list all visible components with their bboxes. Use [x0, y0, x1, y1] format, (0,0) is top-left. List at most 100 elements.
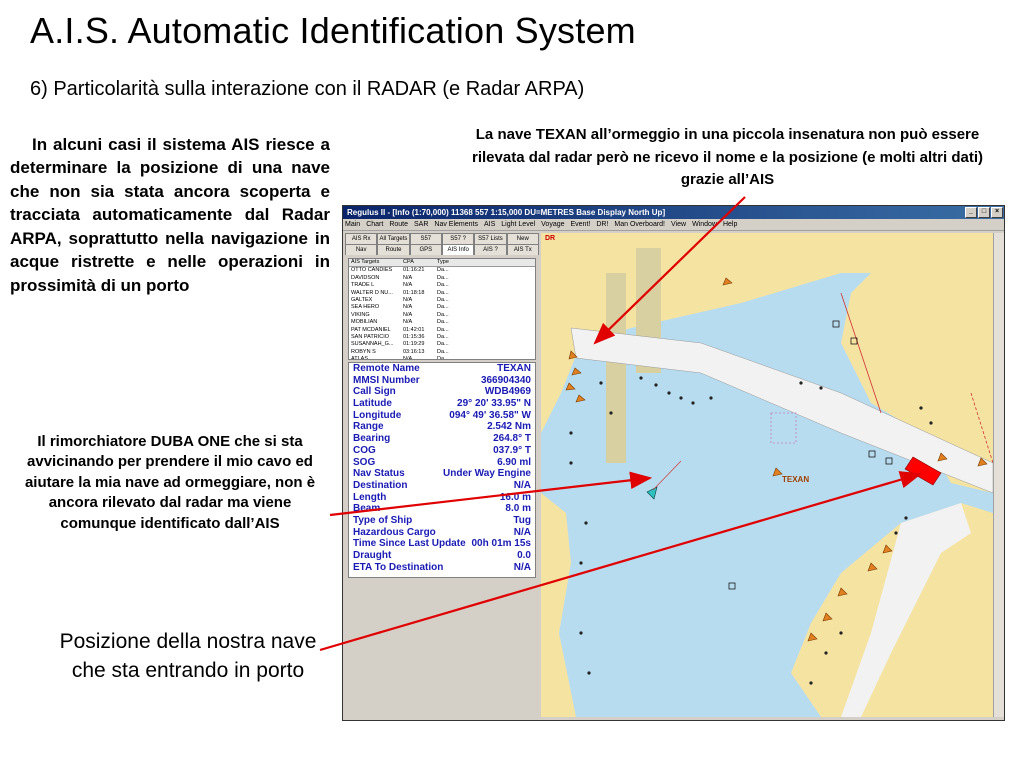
- table-cell: 01:42:01: [403, 326, 425, 333]
- map-label-dr: DR: [545, 235, 556, 242]
- table-cell: Da...: [437, 304, 449, 311]
- own-ship-note: Posizione della nostra nave che sta entr…: [59, 630, 317, 682]
- column-header[interactable]: AIS Targets: [351, 259, 380, 265]
- slide-title: A.I.S. Automatic Identification System: [30, 10, 636, 51]
- table-cell: WALTER D NU...: [351, 289, 393, 296]
- tab[interactable]: AIS Rx: [345, 233, 378, 244]
- table-cell: Da...: [437, 341, 449, 348]
- menu-item[interactable]: Route: [389, 221, 408, 228]
- maximize-icon[interactable]: □: [978, 207, 990, 218]
- tab[interactable]: Nav: [345, 244, 378, 255]
- table-cell: Da...: [437, 319, 449, 326]
- table-cell: PAT MCDANIEL: [351, 326, 391, 333]
- table-cell: 03:16:13: [403, 348, 425, 355]
- menu-item[interactable]: Window: [692, 221, 717, 228]
- tab[interactable]: S57 ?: [441, 233, 475, 244]
- tab[interactable]: Route: [377, 244, 410, 255]
- menu-item[interactable]: Man Overboard!: [614, 221, 666, 228]
- menu-item[interactable]: DR!: [596, 221, 609, 228]
- table-cell: Da...: [437, 282, 449, 289]
- land-strip-left: [606, 273, 626, 463]
- info-value: 0.0: [517, 550, 531, 561]
- menu-item[interactable]: AIS: [483, 221, 496, 228]
- table-cell: TRADE L: [351, 282, 375, 289]
- vertical-scrollbar[interactable]: [993, 233, 1004, 717]
- table-cell: Da...: [437, 297, 449, 304]
- menu-item[interactable]: Help: [722, 221, 738, 228]
- tab[interactable]: S57: [409, 233, 442, 244]
- close-icon[interactable]: ×: [991, 207, 1003, 218]
- info-value: TEXAN: [497, 363, 531, 374]
- info-label: Longitude: [353, 409, 402, 421]
- route-line: [840, 292, 882, 414]
- info-label: Range: [353, 421, 384, 433]
- tab[interactable]: AIS Info: [441, 244, 475, 255]
- table-cell: SUSANNAH_G...: [351, 341, 394, 348]
- table-cell: DAVIDSON: [351, 274, 380, 281]
- table-cell: VIKING: [351, 311, 370, 318]
- shipping-channel: [570, 327, 993, 494]
- table-cell: SEA HERO: [351, 304, 380, 311]
- column-header[interactable]: CPA: [403, 259, 414, 265]
- chart-map[interactable]: DR TEXAN: [541, 233, 993, 717]
- menu-item[interactable]: Voyage: [541, 221, 565, 228]
- info-value: 366904340: [480, 374, 531, 386]
- tab[interactable]: New: [506, 233, 539, 244]
- info-value: 2.542 Nm: [487, 421, 531, 433]
- info-row: Longitude 094° 49' 36.58" W: [349, 410, 535, 422]
- table-cell: GALTEX: [351, 297, 373, 304]
- info-label: Call Sign: [353, 386, 396, 398]
- tab[interactable]: GPS: [409, 244, 442, 255]
- menu-item[interactable]: Chart: [366, 221, 384, 228]
- tab[interactable]: All Targets: [377, 233, 410, 244]
- info-value: 29° 20' 33.95" N: [457, 398, 531, 410]
- column-header[interactable]: Type: [437, 259, 449, 265]
- tab[interactable]: S57 Lists: [474, 233, 507, 244]
- info-label: Length: [353, 491, 387, 503]
- tab[interactable]: AIS Tx: [506, 244, 539, 255]
- menu-item[interactable]: Main: [345, 221, 361, 228]
- land-east: [841, 243, 993, 493]
- menu-item[interactable]: Event!: [570, 221, 591, 228]
- menu-item[interactable]: SAR: [414, 221, 429, 228]
- restricted-area: [770, 412, 797, 444]
- panel-empty-area: [348, 580, 534, 714]
- window-title: Regulus II - [Info (1:70,000) 11368 557 …: [347, 208, 666, 217]
- info-label: Latitude: [353, 398, 392, 410]
- menu-item[interactable]: Light Level: [501, 221, 536, 228]
- menu-item[interactable]: View: [671, 221, 687, 228]
- info-value: 094° 49' 36.58" W: [449, 409, 531, 421]
- table-cell: N/A: [403, 356, 413, 360]
- left-description: In alcuni casi il sistema AIS riesce a d…: [10, 135, 330, 295]
- table-cell: ROBYN S: [351, 348, 376, 355]
- minimize-icon[interactable]: _: [965, 207, 977, 218]
- table-cell: 01:18:18: [403, 289, 425, 296]
- table-cell: Da...: [437, 311, 449, 318]
- menu-item[interactable]: Nav Elements: [434, 221, 478, 228]
- info-value: 00h 01m 15s: [471, 538, 532, 550]
- tab[interactable]: AIS ?: [474, 244, 507, 255]
- texan-note: La nave TEXAN all’ormeggio in una piccol…: [472, 126, 983, 188]
- info-label: ETA To Destination: [353, 561, 444, 573]
